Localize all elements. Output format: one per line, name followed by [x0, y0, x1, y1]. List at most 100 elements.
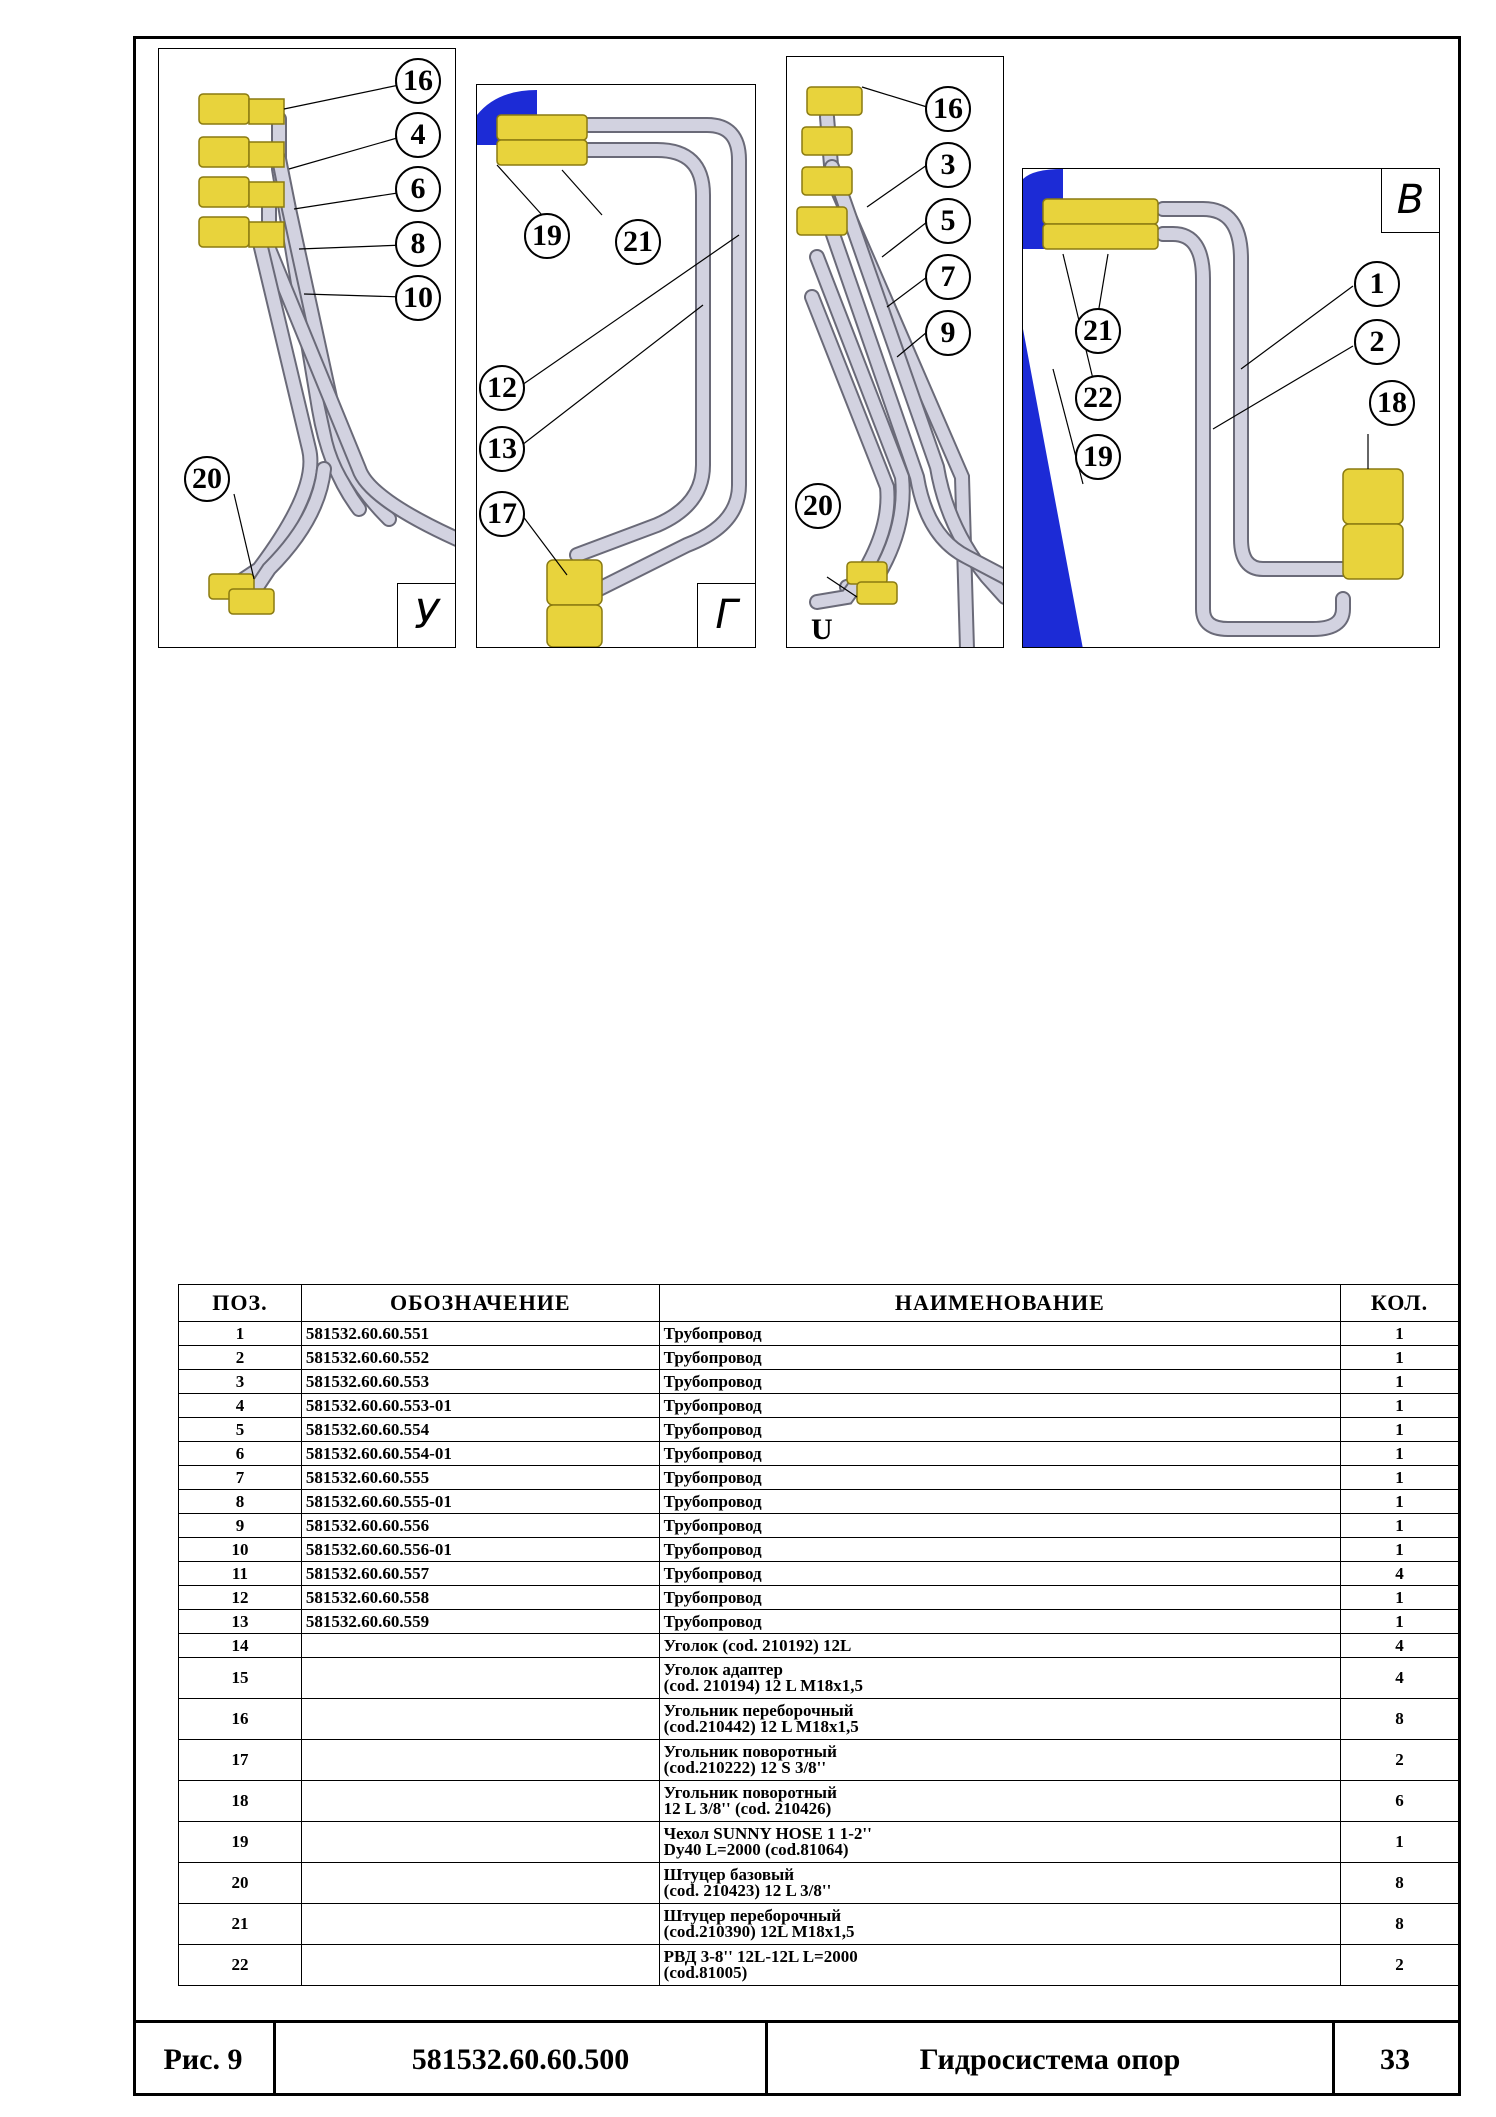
- cell-name: Угольник переборочный(cod.210442) 12 L M…: [658, 1698, 1342, 1740]
- cell-designation: [300, 1862, 660, 1904]
- cell-designation: 581532.60.60.554: [300, 1417, 660, 1442]
- cell-quantity: 1: [1340, 1369, 1459, 1394]
- balloon: 19: [1075, 434, 1121, 480]
- table-header-row: ПОЗ. ОБОЗНАЧЕНИЕ НАИМЕНОВАНИЕ КОЛ.: [178, 1284, 1459, 1322]
- cell-position: 22: [178, 1944, 302, 1986]
- view-left: 16 3 5 7 9 20 U: [786, 56, 1004, 648]
- balloon: 13: [479, 426, 525, 472]
- view-g: 19 21 12 13 17 Г: [476, 84, 756, 648]
- cell-name: Трубопровод: [658, 1609, 1342, 1634]
- view-marker: U: [811, 613, 833, 646]
- name-line: Трубопровод: [663, 1371, 762, 1391]
- cell-name: Трубопровод: [658, 1441, 1342, 1466]
- cell-position: 9: [178, 1513, 302, 1538]
- name-line: Трубопровод: [663, 1611, 762, 1631]
- view-letter: У: [397, 583, 455, 647]
- view-v: 1 2 21 22 18 19 В: [1022, 168, 1440, 648]
- name-line: РВД 3-8'' 12L-12L L=2000: [663, 1947, 858, 1966]
- table-row: 16 Угольник переборочный(cod.210442) 12 L…: [178, 1698, 1459, 1740]
- cell-position: 16: [178, 1698, 302, 1740]
- balloon: 20: [184, 456, 230, 502]
- name-line: Трубопровод: [663, 1443, 762, 1463]
- cell-name: Трубопровод: [658, 1489, 1342, 1514]
- drawing-frame: [133, 36, 1461, 2096]
- name-line: Угольник поворотный: [663, 1783, 837, 1802]
- cell-designation: 581532.60.60.558: [300, 1585, 660, 1610]
- cell-quantity: 2: [1340, 1739, 1459, 1781]
- cell-position: 21: [178, 1903, 302, 1945]
- name-line: Штуцер базовый: [663, 1865, 795, 1884]
- cell-quantity: 2: [1340, 1944, 1459, 1986]
- cell-position: 3: [178, 1369, 302, 1394]
- view-u-illustration: [198, 83, 455, 615]
- name-line: Чехол SUNNY HOSE 1 1-2'': [663, 1824, 872, 1843]
- cell-designation: [300, 1657, 660, 1699]
- cell-quantity: 1: [1340, 1465, 1459, 1490]
- name-line: Штуцер переборочный: [663, 1906, 842, 1925]
- name-line: Уголок (cod. 210192) 12L: [663, 1635, 852, 1655]
- cell-position: 6: [178, 1441, 302, 1466]
- cell-position: 5: [178, 1417, 302, 1442]
- table-row: 22 РВД 3-8'' 12L-12L L=2000(cod.81005)2: [178, 1944, 1459, 1986]
- cell-name: Трубопровод: [658, 1561, 1342, 1586]
- cell-quantity: 8: [1340, 1862, 1459, 1904]
- document-designation: 581532.60.60.500: [276, 2023, 768, 2096]
- figure-number: Рис. 9: [133, 2023, 276, 2096]
- cell-name: Трубопровод: [658, 1465, 1342, 1490]
- cell-position: 10: [178, 1537, 302, 1562]
- header-designation: ОБОЗНАЧЕНИЕ: [300, 1284, 660, 1322]
- cell-designation: 581532.60.60.556-01: [300, 1537, 660, 1562]
- name-line: Угольник поворотный: [663, 1742, 837, 1761]
- balloon: 10: [395, 275, 441, 321]
- balloon: 9: [925, 310, 971, 356]
- cell-designation: 581532.60.60.553-01: [300, 1393, 660, 1418]
- cell-quantity: 6: [1340, 1780, 1459, 1822]
- cell-name: РВД 3-8'' 12L-12L L=2000(cod.81005): [658, 1944, 1342, 1986]
- cell-name: Трубопровод: [658, 1585, 1342, 1610]
- name-line: (cod. 210194) 12 L M18x1,5: [663, 1676, 863, 1695]
- cell-quantity: 1: [1340, 1513, 1459, 1538]
- cell-position: 8: [178, 1489, 302, 1514]
- view-letter: Г: [697, 583, 755, 647]
- cell-name: Чехол SUNNY HOSE 1 1-2''Dy40 L=2000 (cod…: [658, 1821, 1342, 1863]
- name-line: Трубопровод: [663, 1491, 762, 1511]
- cell-designation: [300, 1633, 660, 1658]
- cell-name: Трубопровод: [658, 1537, 1342, 1562]
- name-line: Трубопровод: [663, 1563, 762, 1583]
- cell-position: 2: [178, 1345, 302, 1370]
- cell-quantity: 1: [1340, 1585, 1459, 1610]
- cell-quantity: 1: [1340, 1489, 1459, 1514]
- balloon: 3: [925, 142, 971, 188]
- cell-designation: [300, 1944, 660, 1986]
- cell-designation: 581532.60.60.559: [300, 1609, 660, 1634]
- cell-position: 1: [178, 1321, 302, 1346]
- cell-designation: 581532.60.60.553: [300, 1369, 660, 1394]
- cell-name: Штуцер переборочный(cod.210390) 12L M18x…: [658, 1903, 1342, 1945]
- cell-quantity: 1: [1340, 1537, 1459, 1562]
- view-letter: В: [1381, 169, 1439, 233]
- view-u: 16 4 6 8 10 20 У: [158, 48, 456, 648]
- view-g-illustration: [477, 90, 747, 647]
- balloon: 17: [479, 491, 525, 537]
- name-line: Трубопровод: [663, 1515, 762, 1535]
- name-line: Трубопровод: [663, 1467, 762, 1487]
- header-name: НАИМЕНОВАНИЕ: [658, 1284, 1342, 1322]
- cell-position: 12: [178, 1585, 302, 1610]
- cell-designation: [300, 1780, 660, 1822]
- balloon: 8: [395, 221, 441, 267]
- name-line: Dy40 L=2000 (cod.81064): [663, 1840, 849, 1859]
- balloon: 4: [395, 112, 441, 158]
